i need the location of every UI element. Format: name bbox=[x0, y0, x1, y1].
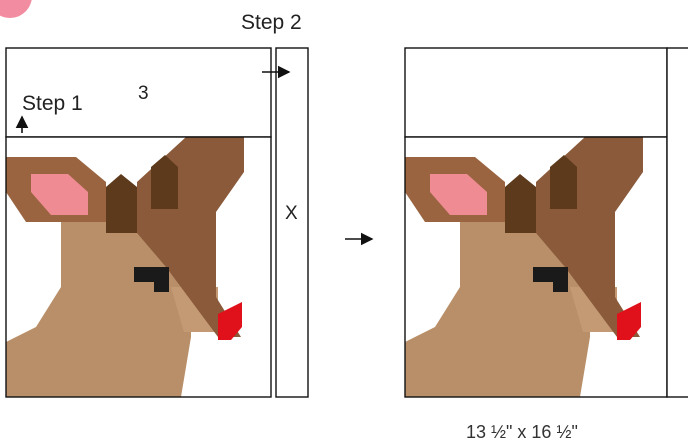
right-deer-panel bbox=[405, 137, 667, 397]
piece-3-label: 3 bbox=[138, 84, 149, 103]
piece-x-label: X bbox=[285, 204, 298, 223]
right-top-strip bbox=[405, 48, 667, 137]
dimensions-label: 13 ½" x 16 ½" bbox=[466, 423, 578, 441]
right-side-strip bbox=[667, 48, 688, 397]
step2-label: Step 2 bbox=[241, 12, 302, 33]
step-badge bbox=[0, 0, 32, 18]
left-deer-panel bbox=[6, 137, 271, 397]
step1-label: Step 1 bbox=[22, 93, 83, 114]
right-block bbox=[405, 48, 688, 397]
